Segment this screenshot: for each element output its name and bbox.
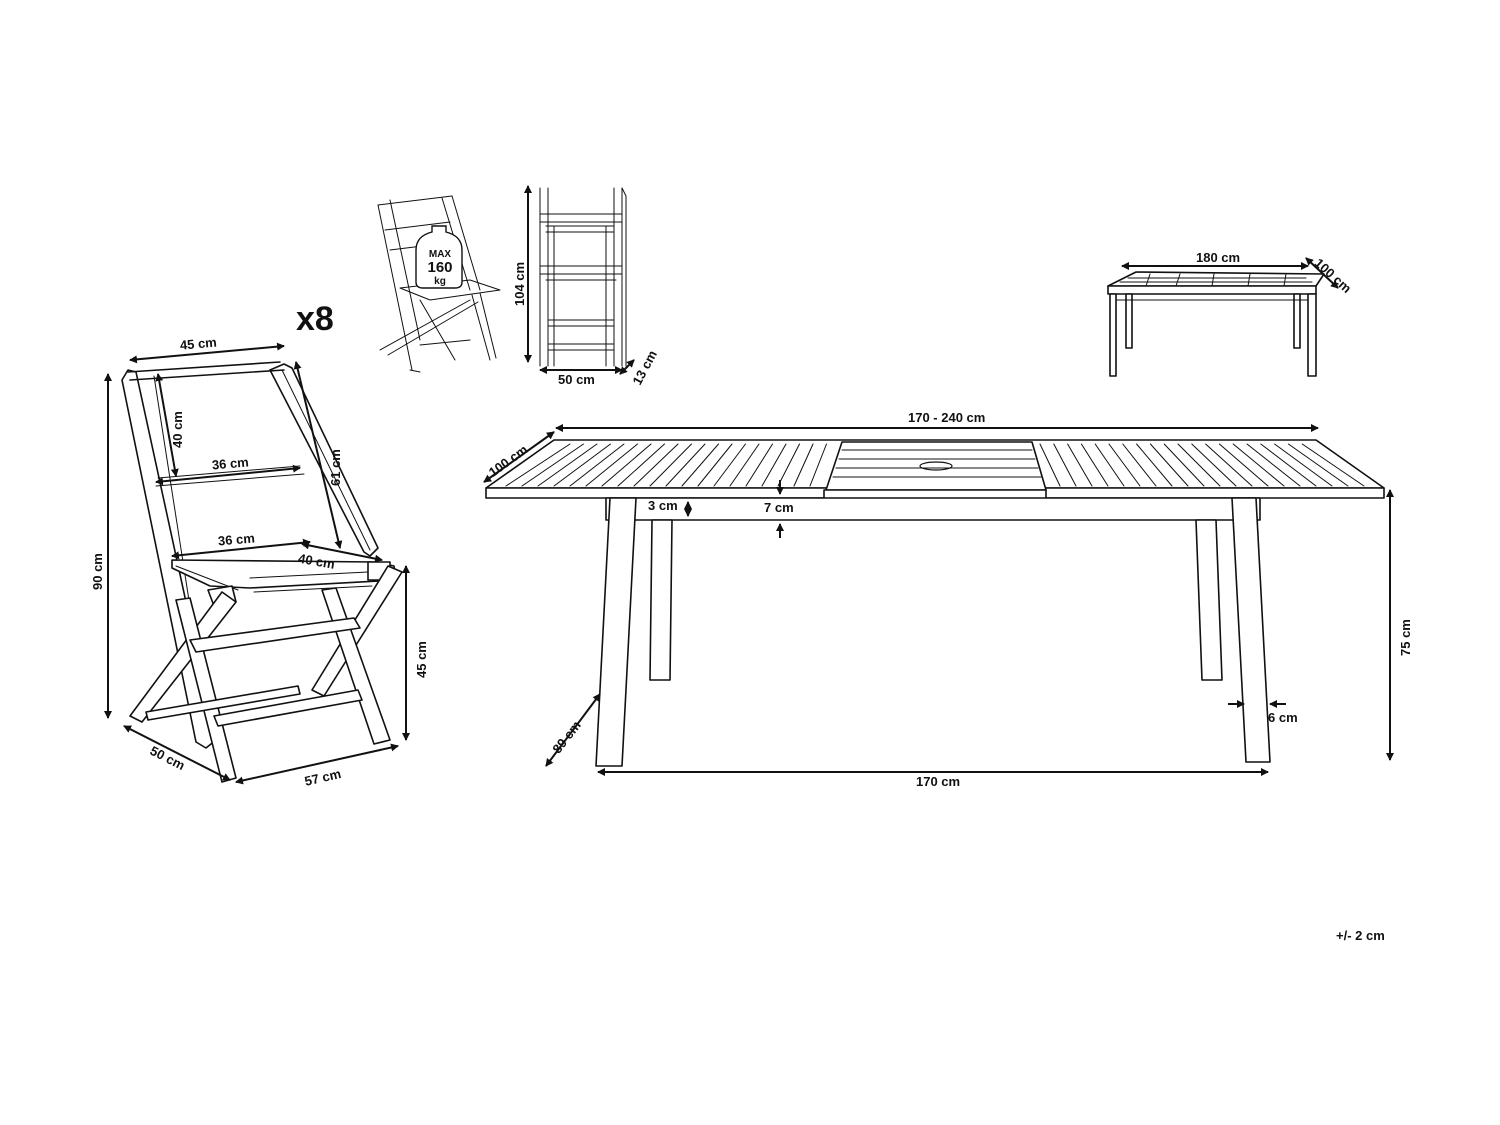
table-slat xyxy=(617,443,665,487)
chair-seat-height-label: 45 cm xyxy=(414,641,429,678)
chair-drawing xyxy=(121,361,403,783)
table-slat xyxy=(1287,443,1349,487)
main-table-drawing xyxy=(485,439,1385,767)
table-slat xyxy=(665,443,706,487)
table-top-thickness-label: 3 cm xyxy=(648,498,678,513)
table-slat xyxy=(1177,443,1221,487)
table-slat xyxy=(1232,443,1285,487)
small-table-length-label: 180 cm xyxy=(1196,250,1240,265)
table-slat xyxy=(1067,443,1093,487)
folded-height-label: 104 cm xyxy=(512,262,527,306)
weight-badge-max: MAX xyxy=(429,249,452,260)
table-base-length-label: 170 cm xyxy=(916,774,960,789)
chair-back-height-label: 40 cm xyxy=(170,411,185,448)
table-slat xyxy=(585,443,638,487)
chair-seat-width-label: 36 cm xyxy=(217,530,255,548)
tolerance-note: +/- 2 cm xyxy=(1336,928,1385,943)
chair-back-length-label: 61 cm xyxy=(328,449,343,486)
table-slat xyxy=(569,443,625,487)
table-slat xyxy=(1246,443,1301,487)
table-leg-width-label: 6 cm xyxy=(1268,710,1298,725)
table-slat xyxy=(697,443,733,487)
table-slat xyxy=(1260,443,1317,487)
table-slat xyxy=(761,443,787,487)
table-slat xyxy=(1163,443,1205,487)
table-extended-length-label: 170 - 240 cm xyxy=(908,410,985,425)
table-slat xyxy=(713,443,746,487)
chair-width-top-label: 45 cm xyxy=(179,335,217,353)
weight-badge-unit: kg xyxy=(434,276,446,287)
chair-total-height-label: 90 cm xyxy=(90,553,105,590)
chair-base-width-label: 57 cm xyxy=(303,766,342,789)
table-height-label: 75 cm xyxy=(1398,619,1413,656)
table-slat xyxy=(681,443,719,487)
chair-load-icon: MAX 160 kg xyxy=(377,195,501,373)
quantity-label: x8 xyxy=(296,300,334,338)
weight-badge: MAX 160 kg xyxy=(415,225,463,289)
weight-badge-value: 160 xyxy=(427,259,452,276)
table-slat xyxy=(633,443,679,487)
table-slat xyxy=(1191,443,1237,487)
table-slat xyxy=(1205,443,1253,487)
chair-seat-depth-label: 40 cm xyxy=(297,551,336,572)
table-slat xyxy=(777,443,800,487)
chair-back-width-label: 36 cm xyxy=(211,454,249,472)
folded-chair-drawing: 104 cm 50 cm 13 cm xyxy=(512,185,660,388)
chair-dimensions: 45 cm 40 cm 36 cm 61 cm 36 cm 40 cm 90 c… xyxy=(90,335,429,789)
table-slat xyxy=(1053,443,1077,487)
folded-width-label: 50 cm xyxy=(558,372,595,387)
table-slat xyxy=(745,443,773,487)
table-slat xyxy=(1149,443,1189,487)
table-slat xyxy=(601,443,652,487)
table-slat xyxy=(1080,443,1109,487)
table-slat xyxy=(1136,443,1173,487)
table-slat xyxy=(1039,443,1061,487)
table-slat xyxy=(1108,443,1141,487)
table-slat xyxy=(553,443,611,487)
small-table-drawing: 180 cm 100 cm xyxy=(1107,250,1354,377)
table-apron-height-label: 7 cm xyxy=(764,500,794,515)
table-slat xyxy=(1274,443,1333,487)
table-slat xyxy=(649,443,692,487)
table-slat xyxy=(1094,443,1125,487)
table-slat xyxy=(1122,443,1157,487)
table-slat xyxy=(1301,443,1365,487)
folded-depth-label: 13 cm xyxy=(629,348,660,388)
table-leg-length-label: 89 cm xyxy=(549,718,584,756)
table-slat xyxy=(1218,443,1269,487)
table-slat xyxy=(809,443,827,487)
table-slat xyxy=(729,443,760,487)
table-slat xyxy=(793,443,814,487)
